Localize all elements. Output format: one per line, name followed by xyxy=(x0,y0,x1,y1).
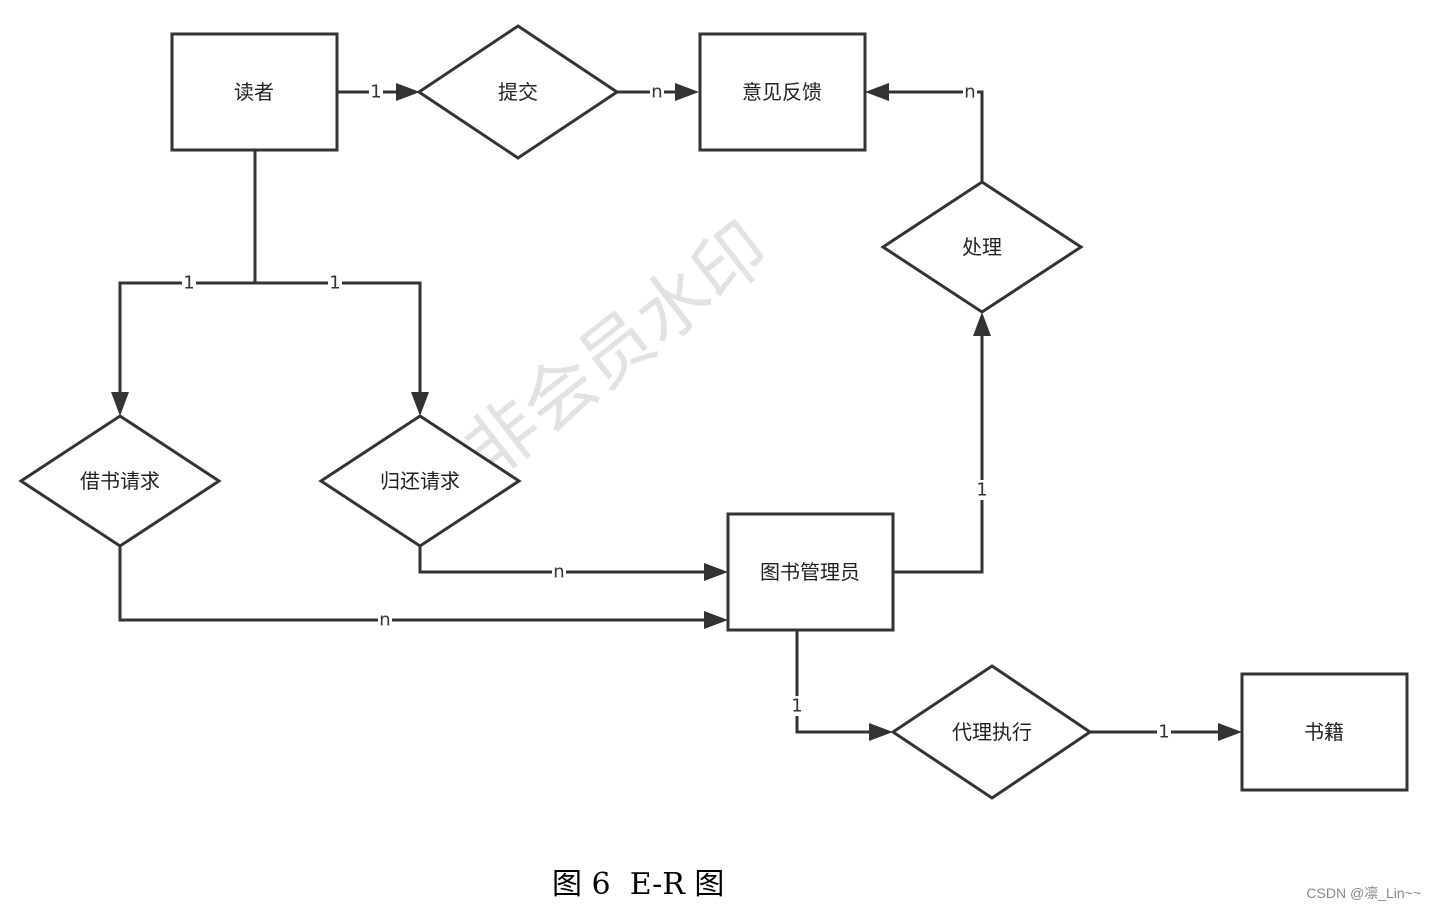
arrowhead-handle-feedback xyxy=(865,83,889,101)
cardinality-borrow-librarian: n xyxy=(379,610,390,631)
arrowhead-librarian-proxy xyxy=(869,723,893,741)
entity-reader: 读者 xyxy=(170,32,339,152)
relationship-handle-label: 处理 xyxy=(962,235,1002,259)
edge-reader-return xyxy=(255,281,422,396)
cardinality-labels: 1 n n 1 1 n n 1 1 1 xyxy=(182,82,1171,743)
relationship-handle: 处理 xyxy=(880,180,1084,314)
watermark-text: 非会员水印 xyxy=(449,206,784,494)
figure-caption: 图 6 E-R 图 xyxy=(552,867,724,902)
edge-librarian-proxy xyxy=(795,630,873,734)
arrowhead-proxy-book xyxy=(1218,723,1242,741)
arrowhead-librarian-handle xyxy=(973,312,991,336)
entity-librarian-label: 图书管理员 xyxy=(760,560,860,584)
relationship-return-request: 归还请求 xyxy=(318,414,522,548)
cardinality-proxy-book: 1 xyxy=(1158,722,1169,743)
edge-reader-borrow xyxy=(118,281,255,396)
arrowhead-return-librarian xyxy=(704,563,728,581)
relationship-return-request-label: 归还请求 xyxy=(380,469,460,493)
edge-handle-feedback xyxy=(886,90,984,182)
cardinality-reader-return: 1 xyxy=(329,273,340,294)
entity-reader-label: 读者 xyxy=(234,80,274,104)
entity-librarian: 图书管理员 xyxy=(726,512,895,632)
cardinality-return-librarian: n xyxy=(553,562,564,583)
edge-librarian-handle xyxy=(893,333,984,574)
entity-feedback-label: 意见反馈 xyxy=(742,80,822,104)
arrowhead-reader-borrow xyxy=(111,392,129,416)
arrowhead-reader-return xyxy=(411,392,429,416)
relationship-proxy-execute-label: 代理执行 xyxy=(952,720,1032,744)
arrowhead-submit-feedback xyxy=(675,83,699,101)
relationship-borrow-request: 借书请求 xyxy=(18,414,222,548)
entity-book: 书籍 xyxy=(1240,672,1409,792)
cardinality-submit-feedback: n xyxy=(651,82,662,103)
edge-return-librarian xyxy=(418,546,708,574)
cardinality-reader-borrow: 1 xyxy=(183,273,194,294)
arrowhead-reader-submit xyxy=(396,83,420,101)
cardinality-librarian-handle: 1 xyxy=(976,480,987,501)
relationship-borrow-request-label: 借书请求 xyxy=(80,469,160,493)
relationship-submit-label: 提交 xyxy=(498,80,538,104)
cardinality-reader-submit: 1 xyxy=(370,82,381,103)
cardinality-handle-feedback: n xyxy=(964,82,975,103)
relationship-proxy-execute: 代理执行 xyxy=(890,664,1093,800)
relationship-submit: 提交 xyxy=(416,24,620,160)
arrowhead-borrow-librarian xyxy=(704,611,728,629)
entity-feedback: 意见反馈 xyxy=(698,32,867,152)
connectors xyxy=(111,83,1242,741)
cardinality-librarian-proxy: 1 xyxy=(791,696,802,717)
edge-borrow-librarian xyxy=(118,546,708,622)
entity-book-label: 书籍 xyxy=(1304,720,1344,744)
csdn-credit: CSDN @凛_Lin~~ xyxy=(1306,885,1421,901)
